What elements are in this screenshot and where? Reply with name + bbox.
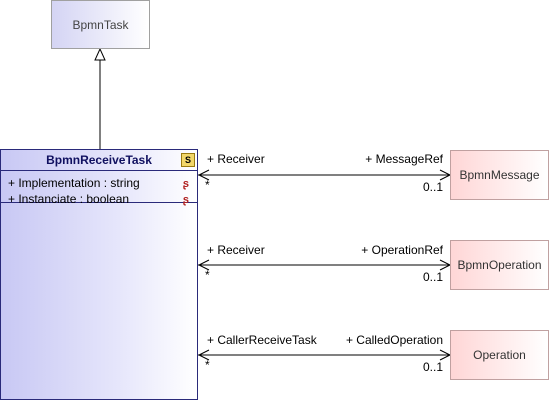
association-2-source-arrow — [197, 259, 210, 271]
association-1-source-multiplicity: * — [205, 178, 210, 192]
class-name: Operation — [473, 348, 526, 362]
class-bpmn-message[interactable]: BpmnMessage — [450, 150, 549, 200]
association-1-source-arrow — [197, 169, 210, 181]
lock-icon: ʂ — [182, 194, 189, 206]
association-3-target-multiplicity: 0..1 — [422, 360, 443, 374]
class-bpmn-receive-task[interactable]: BpmnReceiveTask S + Implementation : str… — [0, 149, 198, 400]
stereotype-icon: S — [181, 153, 195, 167]
association-2-target-role: + OperationRef — [361, 243, 443, 257]
attribute-row[interactable]: + Implementation : string ʂ — [1, 175, 197, 191]
attribute-text: + Implementation : string — [8, 176, 140, 190]
class-name: BpmnReceiveTask — [46, 153, 152, 167]
association-1-target-role: + MessageRef — [365, 152, 443, 166]
association-2-target-multiplicity: 0..1 — [422, 270, 443, 284]
lock-icon: ʂ — [182, 178, 189, 190]
generalization-arrowhead — [94, 47, 106, 61]
class-name: BpmnTask — [72, 17, 129, 32]
class-name: BpmnOperation — [457, 258, 542, 272]
association-3-source-arrow — [197, 349, 210, 361]
association-2-source-role: + Receiver — [207, 243, 265, 257]
class-name: BpmnMessage — [459, 168, 540, 182]
class-header: BpmnReceiveTask S — [1, 150, 197, 171]
association-1-source-role: + Receiver — [207, 152, 265, 166]
class-operation[interactable]: Operation — [450, 330, 549, 380]
attribute-compartment: + Implementation : string ʂ + Instanciat… — [1, 171, 197, 206]
class-bpmn-operation[interactable]: BpmnOperation — [450, 240, 549, 290]
association-3-source-multiplicity: * — [205, 358, 210, 372]
class-bpmn-task[interactable]: BpmnTask — [51, 0, 150, 49]
attribute-row[interactable]: + Instanciate : boolean ʂ — [1, 191, 197, 207]
association-1-target-multiplicity: 0..1 — [422, 180, 443, 194]
association-3-target-role: + CalledOperation — [345, 333, 443, 347]
association-2-source-multiplicity: * — [205, 268, 210, 282]
attribute-text: + Instanciate : boolean — [8, 192, 130, 206]
association-3-source-role: + CallerReceiveTask — [207, 333, 317, 347]
